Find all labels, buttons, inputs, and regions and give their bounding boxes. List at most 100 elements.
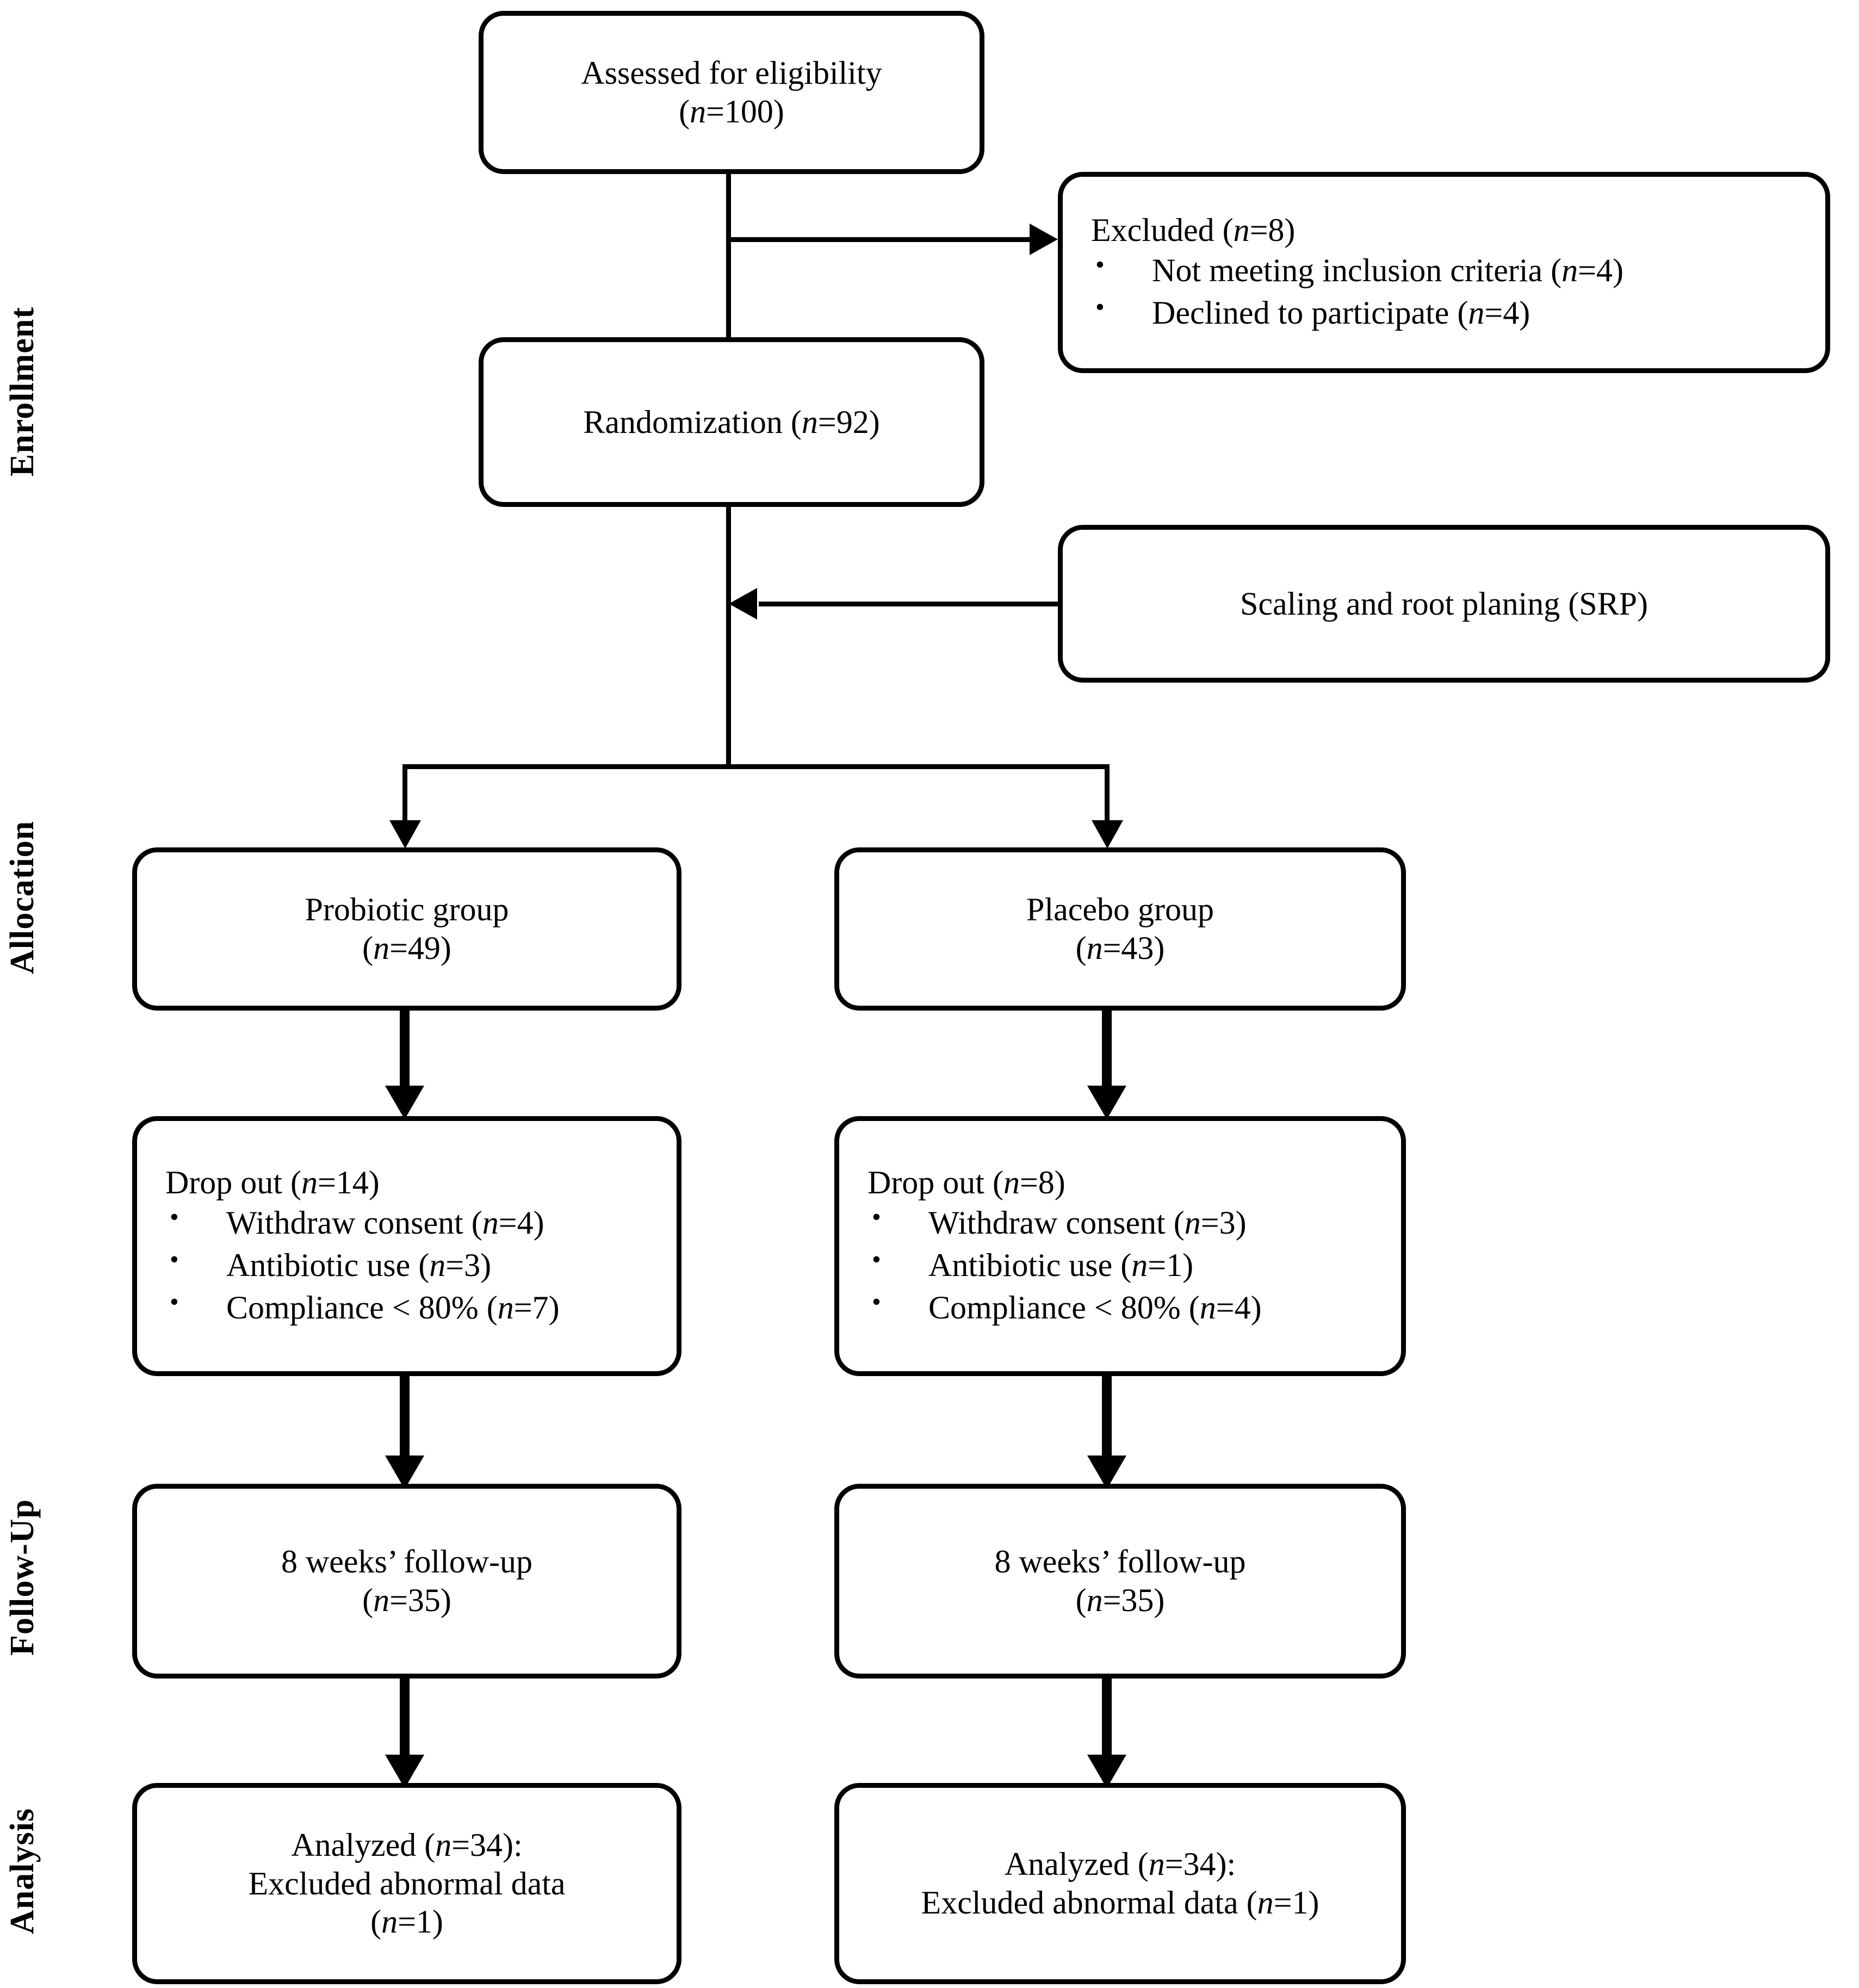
dropout-placebo-1-post: =1) bbox=[1148, 1247, 1194, 1284]
connector-assessed-to-randomization bbox=[726, 170, 731, 338]
dropout-probiotic-0-pre: Withdraw consent ( bbox=[226, 1205, 482, 1241]
dropout-probiotic-1-n: n bbox=[429, 1247, 446, 1284]
excluded-reason-1-post: =4) bbox=[1484, 295, 1530, 331]
excluded-reason-1-pre: Declined to participate ( bbox=[1152, 295, 1468, 331]
dropout-placebo-2-n: n bbox=[1199, 1290, 1216, 1326]
node-analyzed-probiotic: Analyzed (n=34): Excluded abnormal data … bbox=[132, 1783, 681, 1984]
dropout-probiotic-2-post: =7) bbox=[513, 1290, 560, 1326]
node-scaling-root-planing: Scaling and root planing (SRP) bbox=[1058, 525, 1830, 683]
excluded-reason-1-n: n bbox=[1468, 295, 1485, 331]
followup-placebo-n-symbol: n bbox=[1086, 1582, 1103, 1618]
analyzed-probiotic-excl-open: ( bbox=[370, 1904, 382, 1940]
analyzed-probiotic-excl-value: =1) bbox=[398, 1904, 443, 1940]
node-dropout-placebo: Drop out (n=8) Withdraw consent (n=3) An… bbox=[834, 1116, 1406, 1376]
arrow-split-right-icon bbox=[1092, 820, 1123, 849]
analyzed-placebo-n-value: =34): bbox=[1164, 1846, 1236, 1882]
followup-placebo-n-value: =35) bbox=[1102, 1582, 1165, 1618]
placebo-n-open: ( bbox=[1075, 930, 1087, 966]
followup-probiotic-line-1: 8 weeks’ follow-up bbox=[281, 1544, 533, 1580]
analyzed-probiotic-excl-n: n bbox=[381, 1904, 398, 1940]
connector-to-excluded bbox=[726, 237, 1031, 242]
probiotic-n-open: ( bbox=[362, 930, 374, 966]
placebo-n-symbol: n bbox=[1086, 930, 1103, 966]
dropout-placebo-1-pre: Antibiotic use ( bbox=[928, 1247, 1132, 1284]
analyzed-probiotic-line-2: Excluded abnormal data bbox=[248, 1865, 566, 1902]
randomization-pre: Randomization ( bbox=[583, 404, 802, 440]
connector-dropout-to-followup-right bbox=[1102, 1376, 1112, 1458]
excluded-reason-0-pre: Not meeting inclusion criteria ( bbox=[1152, 252, 1562, 289]
analyzed-probiotic-line-1: Analyzed (n=34): bbox=[291, 1826, 522, 1865]
stage-label-analysis: Analysis bbox=[4, 1757, 41, 1985]
analyzed-probiotic-n-symbol: n bbox=[435, 1826, 452, 1863]
analyzed-placebo-line-2: Excluded abnormal data (n=1) bbox=[921, 1884, 1319, 1922]
arrow-srp-into-trunk-icon bbox=[729, 588, 757, 620]
followup-placebo-n-open: ( bbox=[1075, 1582, 1087, 1618]
analyzed-probiotic-n-value: =34): bbox=[451, 1826, 523, 1863]
analyzed-placebo-pre: Analyzed ( bbox=[1004, 1846, 1149, 1882]
assessed-n-open: ( bbox=[679, 94, 690, 129]
dropout-probiotic-n-value: =14) bbox=[317, 1164, 380, 1200]
dropout-probiotic-n-symbol: n bbox=[301, 1164, 318, 1200]
excluded-heading: Excluded (n=8) bbox=[1063, 211, 1295, 250]
arrow-dropout-to-followup-left-icon bbox=[385, 1456, 424, 1489]
dropout-placebo-n-value: =8) bbox=[1019, 1164, 1065, 1200]
stage-label-allocation-text: Allocation bbox=[4, 820, 41, 975]
dropout-reason-item: Antibiotic use (n=1) bbox=[867, 1243, 1262, 1286]
arrow-split-left-icon bbox=[389, 820, 421, 849]
followup-probiotic-n-open: ( bbox=[362, 1582, 374, 1618]
dropout-probiotic-reason-list: Withdraw consent (n=4) Antibiotic use (n… bbox=[137, 1200, 560, 1329]
excluded-reason-0-n: n bbox=[1561, 252, 1578, 289]
assessed-n-value: =100) bbox=[706, 94, 784, 129]
dropout-reason-item: Withdraw consent (n=3) bbox=[867, 1200, 1262, 1244]
dropout-reason-item: Compliance < 80% (n=4) bbox=[867, 1285, 1262, 1329]
stage-label-analysis-text: Analysis bbox=[4, 1808, 41, 1934]
analyzed-probiotic-pre: Analyzed ( bbox=[291, 1826, 436, 1863]
dropout-probiotic-0-n: n bbox=[482, 1205, 499, 1241]
dropout-probiotic-1-post: =3) bbox=[445, 1247, 492, 1284]
analyzed-placebo-line-1: Analyzed (n=34): bbox=[1005, 1845, 1236, 1884]
dropout-probiotic-0-post: =4) bbox=[498, 1205, 544, 1241]
dropout-placebo-2-pre: Compliance < 80% ( bbox=[928, 1290, 1200, 1326]
node-assessed-for-eligibility: Assessed for eligibility (n=100) bbox=[479, 11, 984, 174]
assessed-line-1: Assessed for eligibility bbox=[581, 55, 882, 91]
node-probiotic-group: Probiotic group (n=49) bbox=[132, 847, 681, 1011]
arrow-followup-to-analysis-right-icon bbox=[1087, 1755, 1126, 1788]
analyzed-placebo-excl-pre: Excluded abnormal data ( bbox=[921, 1885, 1257, 1921]
excluded-reason-list: Not meeting inclusion criteria (n=4) Dec… bbox=[1063, 248, 1623, 334]
analyzed-placebo-n-symbol: n bbox=[1148, 1846, 1165, 1882]
node-followup-probiotic: 8 weeks’ follow-up (n=35) bbox=[132, 1484, 681, 1679]
arrow-probiotic-to-dropout-icon bbox=[385, 1086, 424, 1119]
randomization-n-value: =92) bbox=[817, 404, 880, 440]
analyzed-probiotic-line-3: (n=1) bbox=[370, 1903, 443, 1941]
dropout-probiotic-1-pre: Antibiotic use ( bbox=[226, 1247, 430, 1284]
connector-split-bar bbox=[402, 764, 1110, 769]
dropout-placebo-0-post: =3) bbox=[1200, 1205, 1247, 1241]
arrow-dropout-to-followup-right-icon bbox=[1087, 1456, 1126, 1489]
node-excluded: Excluded (n=8) Not meeting inclusion cri… bbox=[1058, 172, 1830, 373]
stage-label-enrollment-text: Enrollment bbox=[4, 307, 41, 476]
connector-followup-to-analysis-left bbox=[400, 1678, 410, 1757]
dropout-placebo-heading: Drop out (n=8) bbox=[839, 1163, 1065, 1202]
dropout-placebo-0-pre: Withdraw consent ( bbox=[928, 1205, 1185, 1241]
probiotic-group-line-2: (n=49) bbox=[362, 929, 451, 968]
probiotic-group-line-1: Probiotic group bbox=[305, 891, 509, 928]
placebo-n-value: =43) bbox=[1102, 930, 1165, 966]
dropout-probiotic-heading: Drop out (n=14) bbox=[137, 1163, 380, 1202]
excluded-reason-item: Not meeting inclusion criteria (n=4) bbox=[1091, 248, 1623, 292]
followup-probiotic-n-value: =35) bbox=[389, 1582, 451, 1618]
followup-placebo-line-1: 8 weeks’ follow-up bbox=[994, 1544, 1246, 1580]
dropout-probiotic-heading-pre: Drop out ( bbox=[165, 1164, 301, 1200]
connector-split-right-arm bbox=[1105, 764, 1110, 824]
followup-probiotic-line-2: (n=35) bbox=[362, 1581, 451, 1620]
connector-followup-to-analysis-right bbox=[1102, 1678, 1112, 1757]
connector-randomization-to-split bbox=[726, 503, 731, 767]
arrow-followup-to-analysis-left-icon bbox=[385, 1755, 424, 1788]
connector-srp-to-trunk bbox=[759, 602, 1058, 606]
randomization-line: Randomization (n=92) bbox=[583, 403, 879, 442]
connector-placebo-to-dropout bbox=[1102, 1009, 1112, 1088]
dropout-reason-item: Compliance < 80% (n=7) bbox=[165, 1285, 560, 1329]
connector-probiotic-to-dropout bbox=[400, 1009, 410, 1088]
followup-placebo-line-2: (n=35) bbox=[1076, 1581, 1165, 1620]
node-followup-placebo: 8 weeks’ follow-up (n=35) bbox=[834, 1484, 1406, 1679]
